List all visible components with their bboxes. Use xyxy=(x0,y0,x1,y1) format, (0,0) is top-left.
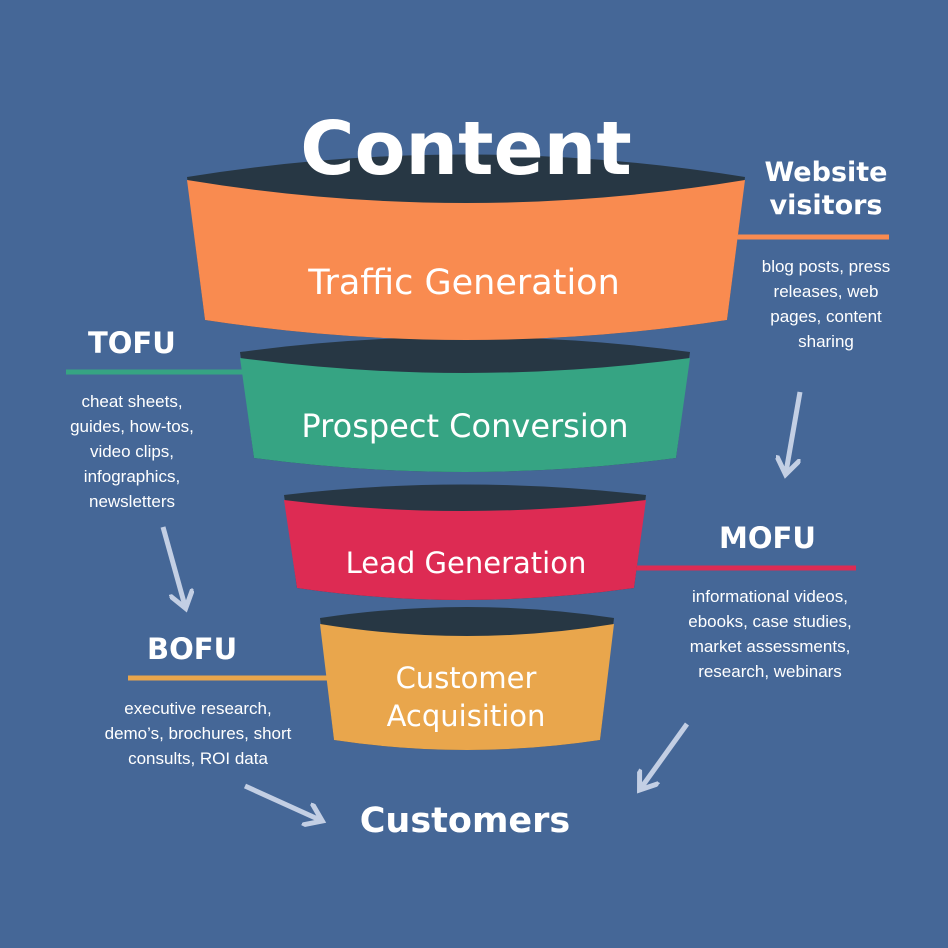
mofu-example-1: informational videos, xyxy=(692,587,848,606)
tofu-example-2: guides, how-tos, xyxy=(70,417,194,436)
arrow-mofu-to-customers xyxy=(641,722,690,788)
tofu-label: TOFU xyxy=(88,326,176,360)
mofu-example-2: ebooks, case studies, xyxy=(688,612,852,631)
bofu-example-3: consults, ROI data xyxy=(128,749,268,768)
traffic-generation-label: Traffic Generation xyxy=(307,263,620,303)
mofu-label: MOFU xyxy=(719,521,816,555)
funnel-stage-prospect-conversion xyxy=(240,337,690,472)
customers-label: Customers xyxy=(359,801,571,841)
mofu-example-4: research, webinars xyxy=(698,662,842,681)
website-visitors-example-1: blog posts, press xyxy=(761,257,891,276)
arrow-bofu-to-customers xyxy=(243,783,320,820)
funnel-stage-customer-acquisition xyxy=(320,607,614,750)
website-visitors-heading-line-1: Website xyxy=(764,157,888,188)
mofu-example-3: market assessments, xyxy=(689,637,851,656)
customer-acquisition-label-line-1: Customer xyxy=(396,661,537,695)
prospect-conversion-label: Prospect Conversion xyxy=(301,407,628,445)
lead-generation-label: Lead Generation xyxy=(346,546,587,580)
tofu-example-3: video clips, xyxy=(89,442,175,461)
arrow-tofu-to-bofu xyxy=(160,526,185,606)
funnel-stage-traffic-generation xyxy=(187,154,745,340)
funnel-stage-lead-generation xyxy=(284,484,646,600)
bofu-example-1: executive research, xyxy=(124,699,272,718)
website-visitors-example-2: releases, web xyxy=(773,282,879,301)
funnel-title: Content xyxy=(300,106,632,192)
bofu-label: BOFU xyxy=(147,632,238,666)
arrow-website-to-mofu xyxy=(786,391,803,472)
bofu-example-2: demo’s, brochures, short xyxy=(104,724,292,743)
website-visitors-example-4: sharing xyxy=(798,332,854,351)
website-visitors-heading-line-2: visitors xyxy=(769,190,883,221)
website-visitors-example-3: pages, content xyxy=(770,307,882,326)
tofu-example-5: newsletters xyxy=(89,492,175,511)
tofu-example-1: cheat sheets, xyxy=(81,392,183,411)
customer-acquisition-label-line-2: Acquisition xyxy=(387,699,546,733)
tofu-example-4: infographics, xyxy=(83,467,181,486)
